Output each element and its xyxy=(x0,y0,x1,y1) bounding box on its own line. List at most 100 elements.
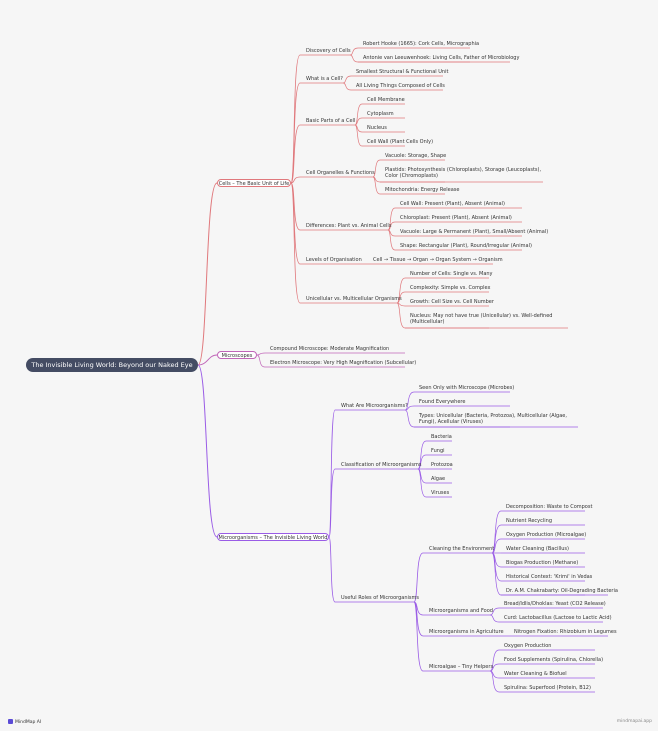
branch-cells[interactable]: Cells – The Basic Unit of Life xyxy=(217,179,291,187)
leaf[interactable]: Compound Microscope: Moderate Magnificat… xyxy=(270,346,390,352)
connector xyxy=(372,159,381,178)
mindmap-logo-icon xyxy=(8,719,13,724)
node-differences[interactable]: Differences: Plant vs. Animal Cells xyxy=(306,223,392,229)
leaf[interactable]: Chloroplast: Present (Plant), Absent (An… xyxy=(400,215,512,221)
connector xyxy=(349,47,359,56)
leaf[interactable]: Historical Context: 'Krimi' in Vedas xyxy=(506,574,593,580)
node-organelles[interactable]: Cell Organelles & Functions xyxy=(306,170,375,176)
connector xyxy=(342,75,352,84)
leaf[interactable]: Spirulina: Superfood (Protein, B12) xyxy=(504,685,591,691)
leaf[interactable]: Types: Unicellular (Bacteria, Protozoa),… xyxy=(419,413,567,425)
leaf[interactable]: Electron Microscope: Very High Magnifica… xyxy=(270,360,417,366)
connector xyxy=(404,405,415,411)
leaf[interactable]: Biogas Production (Methane) xyxy=(506,560,579,566)
connector xyxy=(328,409,336,538)
watermark: mindmapai.app xyxy=(616,719,652,724)
connector xyxy=(256,354,266,368)
connector xyxy=(328,536,336,603)
leaf[interactable]: Cell → Tissue → Organ → Organ System → O… xyxy=(373,257,503,263)
node-discovery[interactable]: Discovery of Cells xyxy=(306,48,351,54)
leaf[interactable]: Oxygen Production (Microalgae) xyxy=(506,532,587,538)
node-levels[interactable]: Levels of Organisation xyxy=(306,257,362,263)
leaf[interactable]: Water Cleaning & Biofuel xyxy=(504,671,567,677)
connector xyxy=(197,354,218,366)
leaf[interactable]: Protozoa xyxy=(431,462,453,468)
leaf[interactable]: Curd: Lactobacillus (Lactose to Lactic A… xyxy=(504,615,612,621)
leaf[interactable]: Water Cleaning (Bacillus) xyxy=(506,546,569,552)
connector xyxy=(417,468,427,498)
node-what-is-cell[interactable]: What is a Cell? xyxy=(306,76,343,82)
leaf[interactable]: Decomposition: Waste to Compost xyxy=(506,504,593,510)
connector xyxy=(197,364,218,538)
connector xyxy=(396,277,406,304)
connector xyxy=(290,176,301,184)
branch-microorganisms[interactable]: Microorganisms – The Invisible Living Wo… xyxy=(217,533,329,541)
node-basic-parts[interactable]: Basic Parts of a Cell xyxy=(306,118,356,124)
leaf[interactable]: Fungi xyxy=(431,448,445,454)
leaf[interactable]: Complexity: Simple vs. Complex xyxy=(410,285,491,291)
leaf[interactable]: Nucleus xyxy=(367,125,387,131)
connector xyxy=(354,124,363,147)
leaf[interactable]: Antonie van Leeuwenhoek: Living Cells, F… xyxy=(363,55,520,61)
connector xyxy=(413,601,424,672)
connector xyxy=(396,291,406,304)
connector xyxy=(417,454,427,470)
connector xyxy=(396,302,406,307)
connector xyxy=(404,391,415,411)
connector xyxy=(396,302,406,329)
connector xyxy=(387,207,396,231)
connector xyxy=(290,182,301,304)
leaf[interactable]: Number of Cells: Single vs. Many xyxy=(410,271,493,277)
connector xyxy=(354,103,363,126)
leaf[interactable]: Cell Wall: Present (Plant), Absent (Anim… xyxy=(400,201,505,207)
node-food[interactable]: Microorganisms and Food xyxy=(429,608,493,614)
leaf[interactable]: Robert Hooke (1665): Cork Cells, Microgr… xyxy=(363,41,480,47)
leaf[interactable]: Food Supplements (Spirulina, Chlorella) xyxy=(504,657,604,663)
node-what-are-micro[interactable]: What Are Microorganisms? xyxy=(341,403,408,409)
leaf[interactable]: Seen Only with Microscope (Microbes) xyxy=(419,385,515,391)
leaf[interactable]: Viruses xyxy=(431,490,450,496)
brand-logo[interactable]: MindMap AI xyxy=(8,719,41,725)
root-node[interactable]: The Invisible Living World: Beyond our N… xyxy=(26,358,198,372)
leaf[interactable]: Oxygen Production xyxy=(504,643,552,649)
connector xyxy=(328,468,336,538)
connector xyxy=(290,182,301,265)
connector xyxy=(290,54,301,184)
leaf[interactable]: Smallest Structural & Functional Unit xyxy=(356,69,449,75)
leaf[interactable]: Nucleus: May not have true (Unicellular)… xyxy=(410,313,553,325)
connector xyxy=(197,182,218,366)
leaf[interactable]: Cytoplasm xyxy=(367,111,394,117)
node-microalgae[interactable]: Microalgae – Tiny Helpers xyxy=(429,664,494,670)
leaf[interactable]: Nitrogen Fixation: Rhizobium in Legumes xyxy=(514,629,617,635)
leaf[interactable]: Vacuole: Storage, Shape xyxy=(385,153,447,159)
leaf[interactable]: Plastids: Photosynthesis (Chloroplasts),… xyxy=(385,167,542,179)
connector xyxy=(413,552,424,603)
leaf[interactable]: Mitochondria: Energy Release xyxy=(385,187,460,193)
connector xyxy=(387,229,396,251)
connector xyxy=(489,649,500,672)
leaf[interactable]: Shape: Rectangular (Plant), Round/Irregu… xyxy=(400,243,532,249)
connector xyxy=(491,552,502,596)
node-useful-roles[interactable]: Useful Roles of Microorganisms xyxy=(341,595,419,601)
node-unicellular[interactable]: Unicellular vs. Multicellular Organisms xyxy=(306,296,402,302)
connector xyxy=(256,352,266,356)
leaf[interactable]: Cell Membrane xyxy=(367,97,405,103)
leaf[interactable]: Nutrient Recycling xyxy=(506,518,553,524)
leaf[interactable]: Algae xyxy=(431,476,446,482)
node-cleaning[interactable]: Cleaning the Environment xyxy=(429,546,495,552)
connector xyxy=(349,54,359,63)
leaf[interactable]: Bacteria xyxy=(431,434,452,440)
leaf[interactable]: Dr. A.M. Chakrabarty: Oil-Degrading Bact… xyxy=(506,588,618,594)
leaf[interactable]: Growth: Cell Size vs. Cell Number xyxy=(410,299,494,305)
branch-microscopes[interactable]: Microscopes xyxy=(217,351,257,359)
node-agriculture[interactable]: Microorganisms in Agriculture xyxy=(429,629,504,635)
node-classification[interactable]: Classification of Microorganisms xyxy=(341,462,422,468)
connector xyxy=(489,614,500,623)
connector xyxy=(489,670,500,693)
leaf[interactable]: Found Everywhere xyxy=(419,399,466,405)
leaf[interactable]: Cell Wall (Plant Cells Only) xyxy=(367,139,434,145)
connector xyxy=(290,82,301,184)
leaf[interactable]: Vacuole: Large & Permanent (Plant), Smal… xyxy=(400,229,549,235)
leaf[interactable]: Bread/Idlis/Dhoklas: Yeast (CO2 Release) xyxy=(504,601,606,607)
leaf[interactable]: All Living Things Composed of Cells xyxy=(356,83,445,89)
